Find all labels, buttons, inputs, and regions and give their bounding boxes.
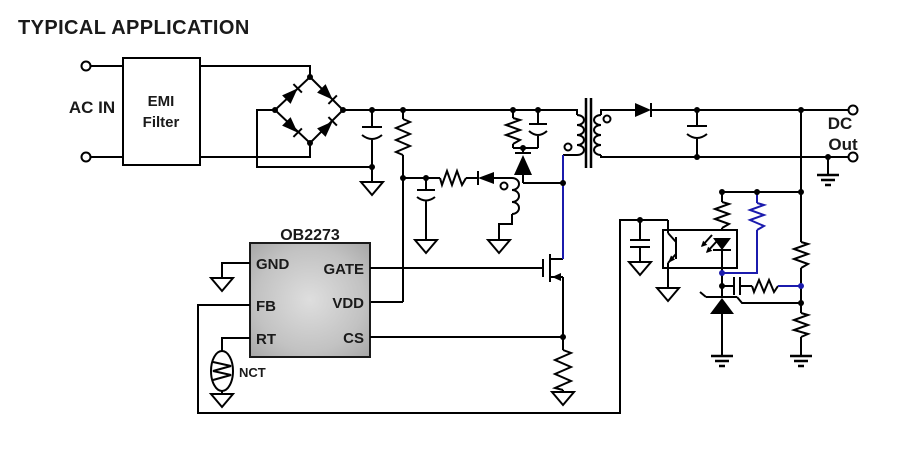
fb-loop-wire [197,219,668,414]
comp-resistor [751,277,779,295]
phase-dot-secondary [602,114,612,124]
pin-label-cs: CS [343,330,364,347]
feedback-network [699,110,812,368]
clamp-capacitor [528,110,548,148]
dc-output: DC Out [817,104,859,187]
phase-dot-primary [563,142,573,152]
highlighted-junctions [719,270,804,289]
pin-label-rt: RT [256,331,276,348]
dc-label-line1: DC [828,114,853,133]
emitter-arrow [668,255,675,263]
bulk-capacitor [358,110,386,197]
ground-arrow [654,287,682,303]
ground-arrow [549,391,577,407]
ic-body [249,242,371,358]
bridge-diode-tl [282,83,303,104]
divider-lower-resistor [790,312,812,356]
ground-arrow [412,239,440,255]
junction-dots [272,74,831,340]
output-capacitor [686,110,708,157]
ac-in-label: AC IN [69,98,115,117]
vdd-supply-branch [403,168,520,255]
opto-phototransistor [654,220,682,303]
light-arrows [701,234,718,253]
clamp-network [503,110,563,184]
bridge-rectifier [273,75,345,145]
tl431-ref-wire [736,296,801,304]
emi-label-line2: Filter [143,114,180,131]
sense-resistor [549,337,577,407]
bridge-return-wire [256,109,372,168]
tl431-shunt-regulator [699,268,801,368]
hv-bus-wire [343,109,578,115]
ground-arrow [358,181,386,197]
divider-upper-resistor [791,241,812,269]
primary-winding [576,114,585,156]
vdd-capacitor [412,178,440,255]
bridge-diode-br [317,116,338,137]
pin-label-gate: GATE [323,261,364,278]
emi-label-line1: EMI [148,93,175,110]
nct-label: NCT [239,365,266,380]
comp-capacitor [722,277,752,295]
clamp-diode [514,152,532,175]
ac-terminal-bottom [80,151,92,163]
emi-filter-box: EMI Filter [122,57,201,166]
bridge-diode-bl [282,117,303,138]
aux-winding [485,177,520,255]
earth-ground-divider [790,354,812,368]
gnd-pin-ground [208,262,250,293]
earth-ground-output [817,157,839,187]
secondary-winding [593,114,602,156]
ground-arrow [485,239,513,255]
output-rectifier-diode [635,103,849,117]
opto-led [713,238,731,268]
transformer [563,98,849,168]
ground-arrow [208,393,236,409]
dc-terminal-negative [847,151,859,163]
bridge-diode-tr [317,84,338,105]
vdd-resistor [439,168,478,189]
nct-thermistor: NCT [208,337,266,409]
optocoupler [654,220,738,303]
ob2273-ic: OB2273 GND FB RT GATE VDD CS [249,227,371,358]
page-title: TYPICAL APPLICATION [18,17,250,39]
power-mosfet [542,254,564,337]
pin-label-gnd: GND [256,256,290,273]
earth-ground-tl431 [711,354,733,368]
compensation-network [722,277,779,295]
phase-dot [499,181,509,191]
ac-terminal-top [80,60,92,72]
ground-arrow [626,261,654,277]
dc-terminal-positive [847,104,859,116]
pin-label-vdd: VDD [332,295,364,312]
mosfet-arrow [552,273,561,281]
startup-resistor [370,110,413,303]
pin-label-fb: FB [256,298,276,315]
fb-filter-capacitor [626,220,654,277]
dc-label-line2: Out [828,135,858,154]
ic-name-label: OB2273 [280,227,340,244]
ground-arrow [208,277,236,293]
transformer-core [584,98,593,168]
clamp-resistor [503,110,524,148]
vdd-diode [477,171,512,185]
